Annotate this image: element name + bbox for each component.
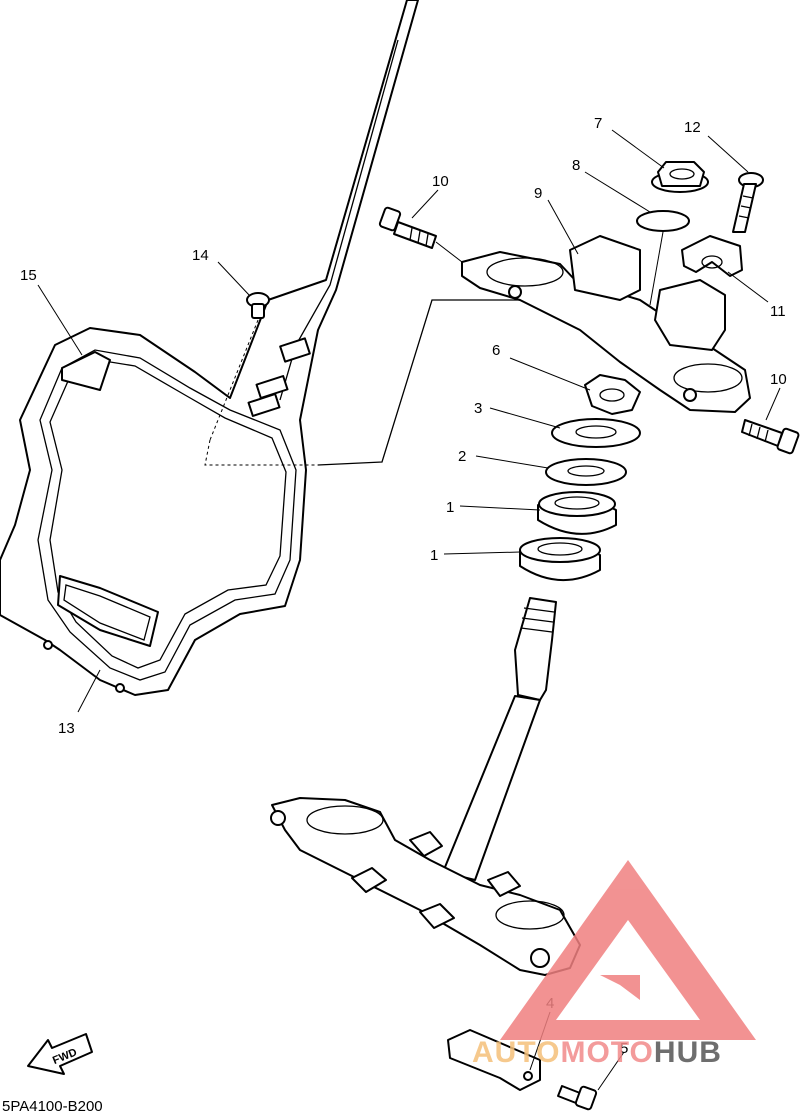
callout-5: 5: [620, 1040, 628, 1057]
callout-10-right: 10: [770, 371, 787, 388]
upper-bracket: [461, 235, 751, 413]
callout-6: 6: [492, 342, 500, 359]
washer-8: [636, 210, 690, 232]
washer-3: [551, 418, 641, 448]
watermark-text: AUTOMOTOHUB: [472, 1036, 722, 1069]
watermark-moto: MOTO: [560, 1036, 653, 1069]
number-plate: [0, 0, 419, 696]
callout-8: 8: [572, 157, 580, 174]
clamp-4: [447, 1029, 541, 1091]
callout-15: 15: [20, 267, 37, 284]
callout-12: 12: [684, 119, 701, 136]
callout-10-left: 10: [432, 173, 449, 190]
callout-13: 13: [58, 720, 75, 737]
callout-2: 2: [458, 448, 466, 465]
bearing-lower: [519, 537, 601, 581]
leader-lines: [37, 129, 781, 1091]
callout-9: 9: [534, 185, 542, 202]
watermark-hub: HUB: [654, 1036, 722, 1069]
diagram-code: 5PA4100-B200: [2, 1098, 103, 1115]
bearing-upper: [537, 491, 617, 535]
fwd-arrow: FWD: [27, 1033, 93, 1075]
callout-11: 11: [770, 303, 786, 320]
callout-7: 7: [594, 115, 602, 132]
nut-7: [651, 161, 709, 193]
bolt-5: [557, 1085, 598, 1111]
callout-1-upper: 1: [446, 499, 454, 516]
callout-14: 14: [192, 247, 209, 264]
handlebar-holder-11: [681, 235, 743, 277]
callout-1-lower: 1: [430, 547, 438, 564]
bolt-10-left: [378, 206, 437, 249]
bolt-12: [732, 172, 764, 233]
bolt-10-right: [741, 419, 800, 455]
watermark-auto: AUTO: [472, 1036, 560, 1069]
ring-nut-6: [584, 374, 641, 415]
seal-2: [545, 458, 627, 486]
steering-stem: [270, 597, 581, 976]
bolt-14: [246, 292, 270, 319]
watermark-triangle: [500, 860, 756, 1040]
automotohub-watermark: AUTOMOTOHUB: [472, 860, 756, 1069]
callout-3: 3: [474, 400, 482, 417]
